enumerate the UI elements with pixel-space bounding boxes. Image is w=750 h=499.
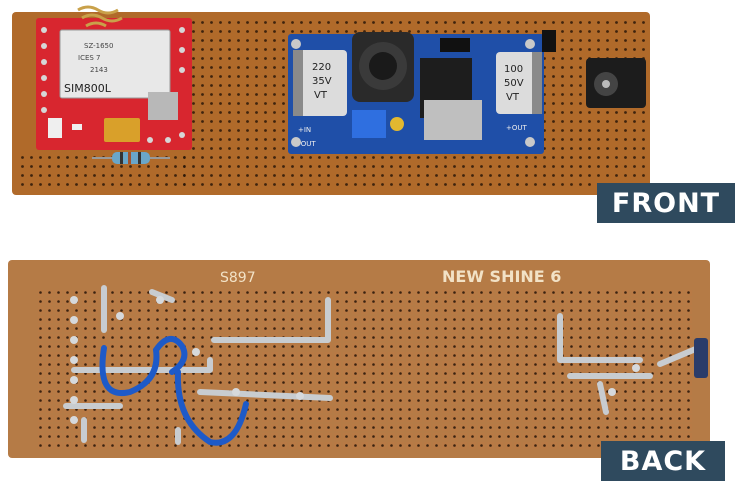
gsm-module: SZ-1650 ICES 7 2143 SIM800L: [36, 5, 192, 150]
front-label: FRONT: [597, 183, 735, 223]
cap-left-series: VT: [314, 90, 328, 101]
capacitor-left: 220 35V VT: [293, 50, 347, 116]
cap-left-value: 220: [312, 62, 331, 73]
capacitor-right: 100 50V VT: [496, 52, 542, 114]
cap-right-value: 100: [504, 64, 523, 75]
pin-out-plus-label: +OUT: [506, 124, 527, 132]
front-board: SZ-1650 ICES 7 2143 SIM800L: [12, 5, 650, 195]
cap-left-voltage: 35V: [312, 76, 332, 87]
gsm-small-text-3: 2143: [90, 66, 108, 74]
gsm-small-text-2: ICES 7: [78, 54, 101, 62]
gsm-chip-label: SIM800L: [64, 82, 112, 95]
inductor: [352, 32, 414, 102]
pin-header-icon: [542, 30, 556, 52]
solder-joints: [70, 296, 640, 424]
cap-right-series: VT: [506, 92, 520, 103]
gsm-small-text-1: SZ-1650: [84, 42, 113, 50]
antenna-spring-icon: [77, 5, 123, 28]
resistor-icon: [92, 152, 170, 164]
back-silkscreen-code: S897: [220, 270, 256, 286]
solder-traces: [63, 285, 701, 445]
buck-converter-module: 220 35V VT 100 50V VT +IN -OUT: [288, 32, 544, 154]
jumper-wires: [99, 336, 249, 446]
potentiometer: [352, 110, 386, 138]
back-silkscreen-brand: NEW SHINE 6: [442, 267, 561, 286]
pin-out-minus-label: -OUT: [298, 140, 316, 148]
dc-jack-icon: [586, 58, 646, 108]
back-label: BACK: [601, 441, 725, 481]
pin-in-label: +IN: [298, 126, 311, 134]
cap-right-voltage: 50V: [504, 78, 524, 89]
back-board: S897 NEW SHINE 6: [8, 260, 710, 458]
jack-terminal: [694, 338, 708, 378]
